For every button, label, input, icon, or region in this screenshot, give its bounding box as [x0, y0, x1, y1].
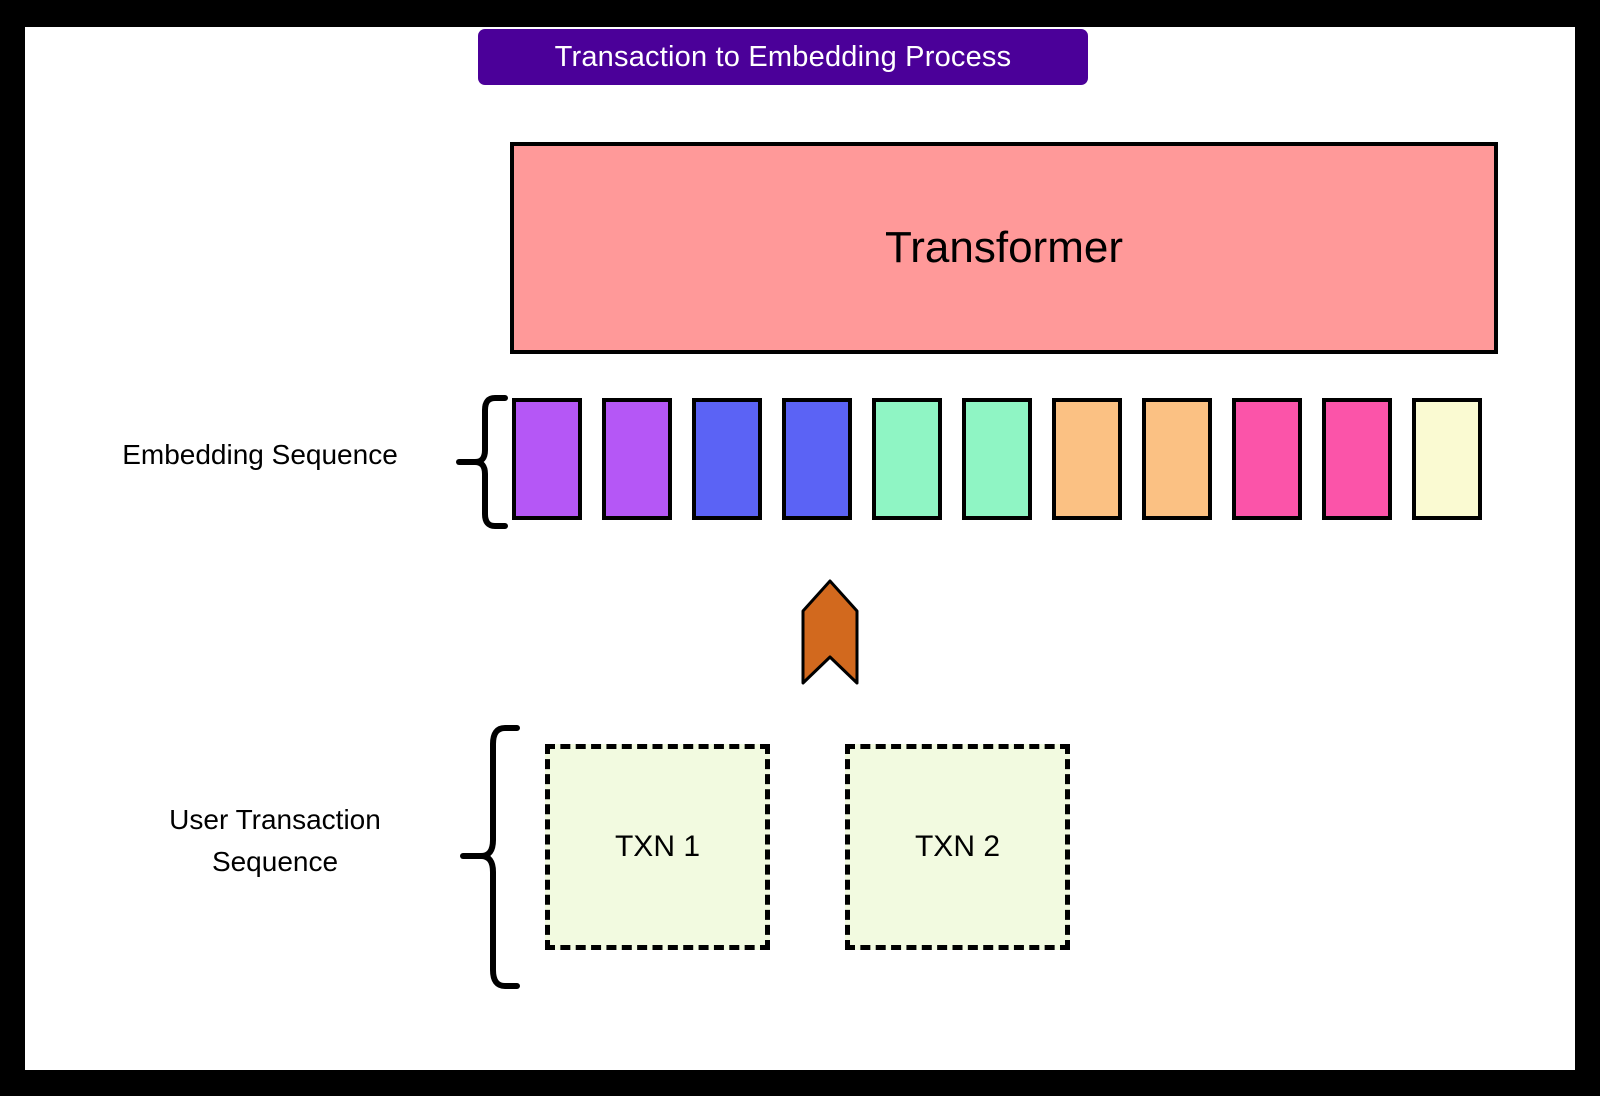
- flow-arrow: [795, 577, 865, 692]
- user-transaction-sequence-brace: [457, 722, 527, 997]
- embedding-block: [1052, 398, 1122, 520]
- transformer-block: Transformer: [510, 142, 1498, 354]
- embedding-block: [782, 398, 852, 520]
- transformer-label: Transformer: [885, 223, 1123, 272]
- embedding-block: [872, 398, 942, 520]
- user-transaction-sequence-label-line1: User Transaction: [169, 804, 381, 835]
- embedding-block: [1142, 398, 1212, 520]
- embedding-block: [1232, 398, 1302, 520]
- diagram-page: Transaction to Embedding Process Transfo…: [25, 27, 1575, 1070]
- diagram-title-banner: Transaction to Embedding Process: [478, 29, 1088, 85]
- transaction-box: TXN 2: [845, 744, 1070, 950]
- diagram-title-text: Transaction to Embedding Process: [554, 40, 1012, 73]
- embedding-block: [512, 398, 582, 520]
- transaction-box-label: TXN 1: [614, 830, 701, 863]
- left-curly-brace-icon: [456, 395, 508, 529]
- embedding-block: [1322, 398, 1392, 520]
- embedding-block: [1412, 398, 1482, 520]
- embedding-block: [602, 398, 672, 520]
- embedding-sequence-brace: [453, 392, 513, 537]
- user-transaction-sequence-label-line2: Sequence: [211, 846, 339, 877]
- transaction-box: TXN 1: [545, 744, 770, 950]
- transaction-box-label: TXN 2: [914, 830, 1001, 863]
- embedding-block: [692, 398, 762, 520]
- embedding-sequence-row: [512, 398, 1482, 520]
- user-transaction-sequence-label: User Transaction Sequence: [105, 799, 445, 883]
- embedding-sequence-label: Embedding Sequence: [122, 439, 398, 470]
- left-curly-brace-icon: [460, 725, 520, 989]
- embedding-block: [962, 398, 1032, 520]
- up-chevron-arrow-icon: [801, 579, 859, 685]
